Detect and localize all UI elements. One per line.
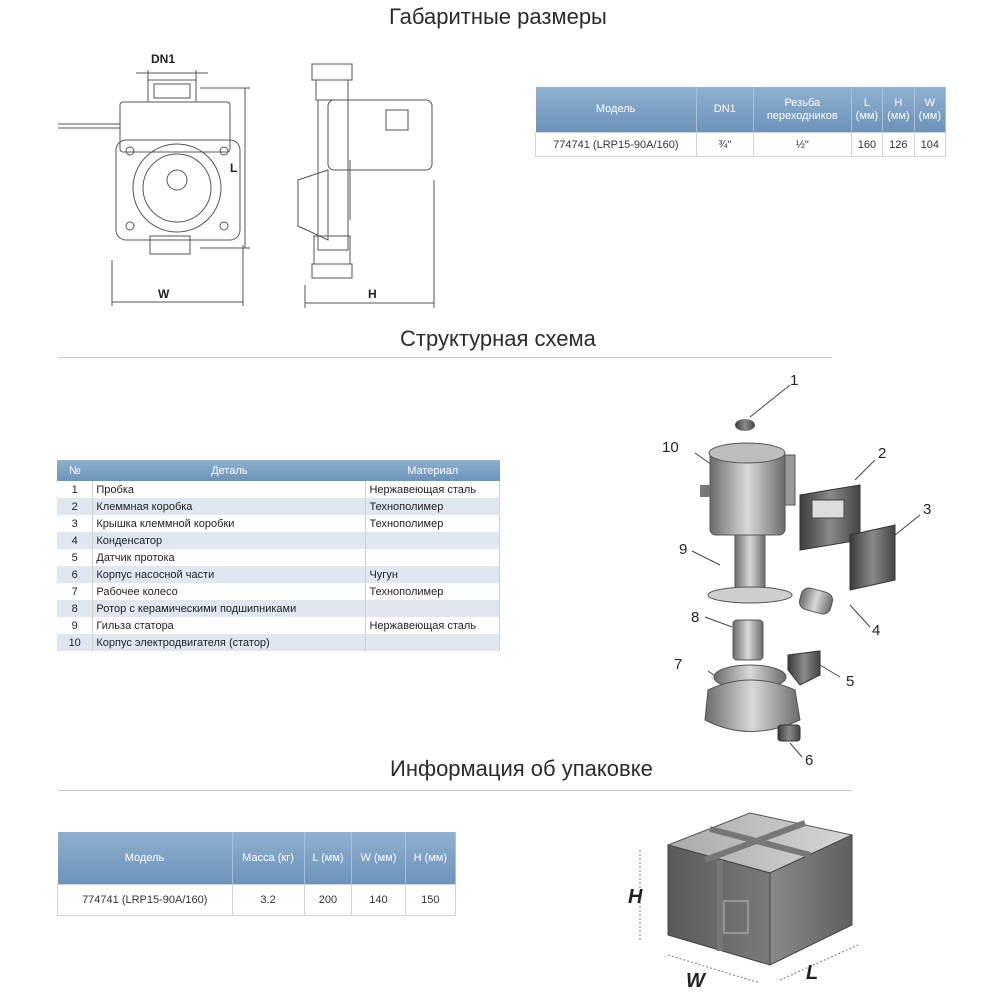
pack-cell-model: 774741 (LRP15-90A/160) — [57, 884, 233, 916]
exploded-label-4: 4 — [872, 622, 880, 639]
pack-cell-w: 140 — [351, 884, 406, 916]
dim-header-w: W (мм) — [914, 87, 947, 133]
part-material: Технополимер — [365, 498, 500, 515]
part-number: 8 — [57, 600, 94, 617]
dimensions-header-row: Модель DN1 Резьба переходников L (мм) H … — [535, 87, 947, 133]
part-number: 1 — [57, 481, 94, 498]
part-number: 10 — [57, 634, 94, 651]
parts-header-row: № Деталь Материал — [57, 460, 500, 481]
exploded-label-6: 6 — [805, 752, 813, 769]
exploded-label-3: 3 — [923, 501, 931, 518]
part-number: 2 — [57, 498, 94, 515]
box-l-label: L — [806, 962, 818, 984]
packaging-header-row: Модель Масса (кг) L (мм) W (мм) H (мм) — [57, 832, 457, 885]
packaging-divider — [58, 790, 852, 791]
dim-header-dn1: DN1 — [696, 87, 754, 133]
part-number: 5 — [57, 549, 94, 566]
part-material: Нержавеющая сталь — [365, 617, 500, 634]
part-material: Нержавеющая сталь — [365, 481, 500, 498]
part-number: 9 — [57, 617, 94, 634]
pack-header-mass: Масса (кг) — [232, 832, 305, 885]
exploded-label-5: 5 — [846, 673, 854, 690]
exploded-label-2: 2 — [878, 445, 886, 462]
dim-cell-thread: ½" — [752, 132, 852, 157]
part-material — [365, 532, 500, 549]
exploded-label-10: 10 — [662, 439, 679, 456]
exploded-label-7: 7 — [674, 656, 682, 673]
pack-cell-h: 150 — [404, 884, 457, 916]
dim-header-model: Модель — [535, 87, 697, 133]
parts-header-material: Материал — [365, 460, 500, 481]
pack-header-w: W (мм) — [351, 832, 406, 885]
exploded-label-1: 1 — [790, 372, 798, 389]
part-material — [365, 600, 500, 617]
l-label: L — [230, 161, 237, 175]
dim-cell-dn1: ¾" — [695, 132, 754, 157]
pack-header-l: L (мм) — [304, 832, 353, 885]
part-name: Ротор с керамическими подшипниками — [92, 600, 367, 617]
dim-header-l: L (мм) — [851, 87, 884, 133]
exploded-label-8: 8 — [691, 609, 699, 626]
part-material — [365, 634, 500, 651]
box-w-label: W — [686, 970, 707, 992]
part-name: Корпус насосной части — [92, 566, 367, 583]
part-name: Крышка клеммной коробки — [92, 515, 367, 532]
dim-cell-model: 774741 (LRP15-90A/160) — [535, 132, 697, 157]
pack-cell-l: 200 — [303, 884, 353, 916]
part-number: 7 — [57, 583, 94, 600]
structure-divider — [58, 357, 832, 358]
part-name: Клеммная коробка — [92, 498, 367, 515]
w-label: W — [158, 287, 170, 301]
dimensions-table: Модель DN1 Резьба переходников L (мм) H … — [535, 87, 947, 157]
part-name: Конденсатор — [92, 532, 367, 549]
dim-header-h: H (мм) — [882, 87, 915, 133]
parts-header-part: Деталь — [92, 460, 366, 481]
dim-cell-h: 126 — [882, 132, 915, 157]
packaging-title: Информация об упаковке — [390, 756, 653, 781]
part-material: Технополимер — [365, 515, 500, 532]
part-name: Корпус электродвигателя (статор) — [92, 634, 367, 651]
table-row: 774741 (LRP15-90A/160) 3.2 200 140 150 — [57, 884, 457, 916]
dim-header-thread: Резьба переходников — [753, 87, 852, 133]
structure-title: Структурная схема — [400, 326, 596, 351]
box-h-label: H — [628, 886, 643, 908]
packaging-table: Модель Масса (кг) L (мм) W (мм) H (мм) 7… — [57, 832, 457, 916]
pack-header-h: H (мм) — [405, 832, 457, 885]
exploded-label-9: 9 — [679, 541, 687, 558]
part-name: Рабочее колесо — [92, 583, 367, 600]
part-name: Гильза статора — [92, 617, 367, 634]
part-material: Чугун — [365, 566, 500, 583]
dim-cell-w: 104 — [913, 132, 947, 157]
part-material: Технополимер — [365, 583, 500, 600]
part-number: 6 — [57, 566, 94, 583]
part-number: 4 — [57, 532, 94, 549]
part-name: Пробка — [92, 481, 367, 498]
part-name: Датчик протока — [92, 549, 367, 566]
pack-cell-mass: 3.2 — [231, 884, 305, 916]
part-number: 3 — [57, 515, 94, 532]
part-material — [365, 549, 500, 566]
h-label: H — [368, 287, 377, 301]
exploded-view-diagram: 1 2 3 4 5 6 7 8 9 10 — [662, 372, 931, 769]
dim-cell-l: 160 — [850, 132, 884, 157]
pack-header-model: Модель — [57, 832, 233, 885]
dimensions-title: Габаритные размеры — [389, 4, 607, 29]
dn1-label: DN1 — [151, 52, 175, 66]
parts-header-number: № — [57, 460, 93, 481]
dimension-drawing: DN1 L W H — [58, 52, 435, 308]
package-box-illustration: H W L — [628, 812, 859, 992]
table-row: 774741 (LRP15-90A/160) ¾" ½" 160 126 104 — [535, 132, 947, 157]
